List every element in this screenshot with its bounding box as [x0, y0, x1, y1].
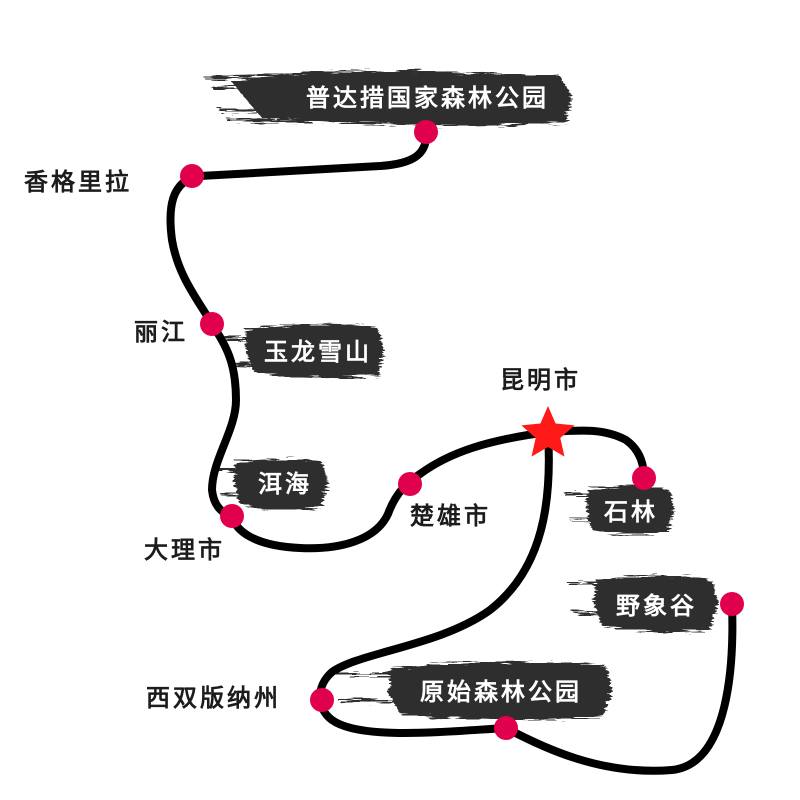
labels: 昆明市 普达措国家森林公园 香格里拉 丽江 大理市 楚雄市 石林 野象谷 原始森… — [24, 84, 697, 712]
brush-banner-yuanshi — [334, 661, 612, 720]
attraction-label-erhai: 洱海 — [258, 470, 312, 498]
capital-label: 昆明市 — [500, 366, 581, 394]
stop-marker-chuxiong[interactable] — [398, 472, 422, 496]
stop-label-yuanshi: 原始森林公园 — [420, 678, 582, 706]
stop-label-pudacuo: 普达措国家森林公园 — [306, 84, 549, 112]
stop-label-dali: 大理市 — [144, 536, 225, 564]
star-icon[interactable] — [521, 406, 575, 457]
stop-marker-yuanshi[interactable] — [494, 716, 518, 740]
stop-label-shilin: 石林 — [603, 498, 658, 526]
brush-banner-yulong — [224, 323, 384, 379]
brush-banner-pudacuo — [204, 70, 572, 126]
stop-marker-shangrila[interactable] — [180, 164, 204, 188]
stop-marker-shilin[interactable] — [632, 466, 656, 490]
attraction-label-yulong: 玉龙雪山 — [264, 338, 372, 366]
stop-marker-yexianggu[interactable] — [720, 592, 744, 616]
brush-banner-erhai — [216, 459, 328, 510]
stop-marker-xishuangbanna[interactable] — [310, 688, 334, 712]
stop-label-lijiang: 丽江 — [134, 318, 188, 346]
stop-marker-lijiang[interactable] — [200, 312, 224, 336]
stop-label-chuxiong: 楚雄市 — [410, 502, 491, 530]
brush-banners — [204, 70, 718, 720]
stop-label-xishuangbanna: 西双版纳州 — [146, 684, 281, 712]
stop-label-shangrila: 香格里拉 — [24, 168, 132, 196]
route-south — [316, 428, 737, 775]
stop-marker-dali[interactable] — [220, 504, 244, 528]
brush-banner-shilin — [564, 485, 674, 535]
stop-markers — [180, 120, 744, 740]
stop-marker-pudacuo[interactable] — [414, 120, 438, 144]
stop-label-yexianggu: 野象谷 — [616, 592, 697, 620]
brush-banner-yexianggu — [568, 575, 718, 633]
